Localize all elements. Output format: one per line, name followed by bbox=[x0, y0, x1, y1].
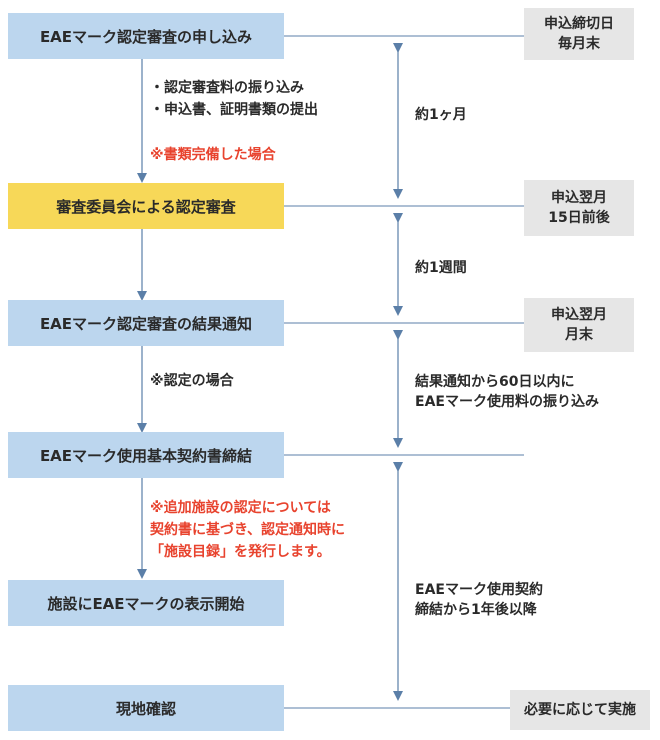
step-site-check: 現地確認 bbox=[8, 685, 284, 731]
step-committee-review: 審査委員会による認定審査 bbox=[8, 183, 284, 229]
step-display-start: 施設にEAEマークの表示開始 bbox=[8, 580, 284, 626]
note-if-certified: ※認定の場合 bbox=[150, 373, 234, 389]
note-additional-facility: ※追加施設の認定については 契約書に基づき、認定通知時に 「施設目録」を発行しま… bbox=[150, 500, 346, 560]
step-result-notice: EAEマーク認定審査の結果通知 bbox=[8, 300, 284, 346]
note-payment-documents: ・認定審査料の振り込み ・申込書、証明書類の提出 bbox=[150, 80, 318, 118]
step-application: EAEマーク認定審査の申し込み bbox=[8, 13, 284, 59]
side-box-as-needed: 必要に応じて実施 bbox=[510, 690, 650, 730]
duration-payment-60-days: 結果通知から60日以内に EAEマーク使用料の振り込み bbox=[415, 374, 599, 410]
side-box-result-date: 申込翌月 月末 bbox=[524, 298, 634, 352]
side-box-review-date: 申込翌月 15日前後 bbox=[524, 180, 634, 236]
duration-one-week: 約1週間 bbox=[415, 260, 467, 276]
duration-one-month: 約1ヶ月 bbox=[415, 107, 467, 123]
duration-one-year: EAEマーク使用契約 締結から1年後以降 bbox=[415, 582, 543, 618]
side-box-deadline: 申込締切日 毎月末 bbox=[524, 8, 634, 60]
step-contract: EAEマーク使用基本契約書締結 bbox=[8, 432, 284, 478]
note-documents-complete: ※書類完備した場合 bbox=[150, 147, 276, 163]
